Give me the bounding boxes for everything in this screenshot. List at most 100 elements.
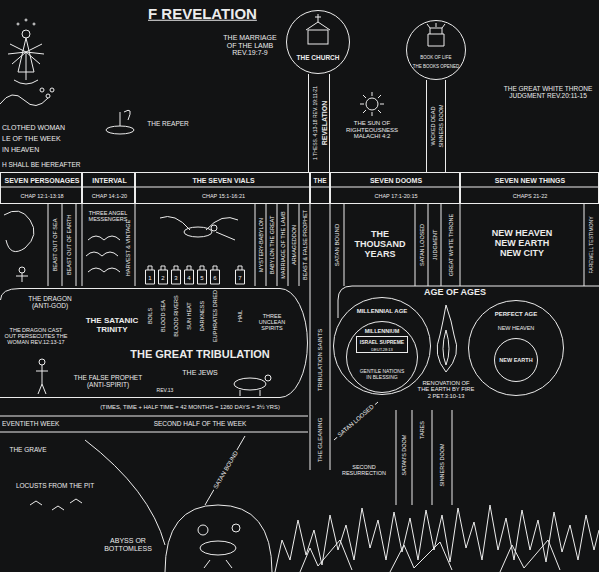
label-text: 4	[187, 274, 190, 281]
art-stroke	[46, 94, 50, 98]
label-text: SATAN BOUND	[212, 448, 241, 492]
node-text: WICKED DEAD	[430, 107, 436, 146]
art-stroke	[0, 95, 48, 106]
node-text: MILLENNIAL AGE	[357, 308, 408, 315]
node-text: BOOK OF LIFE	[420, 56, 451, 61]
art-stroke	[338, 286, 599, 318]
art-stroke	[198, 266, 207, 284]
band-segment: SEVEN PERSONAGESCHAP 12:1-13:18	[0, 172, 82, 204]
throne-circle: BOOK OF LIFETHE BOOKS OPENED	[406, 20, 466, 80]
art-stroke	[25, 19, 27, 21]
art-stroke	[0, 416, 308, 432]
label-text: HAIL	[237, 310, 243, 322]
label-text: LE OF THE WEEK	[2, 135, 61, 143]
art-stroke	[211, 266, 220, 284]
label-text: TARES	[419, 421, 425, 439]
node-text: SEVEN NEW THINGS	[495, 177, 565, 185]
label-text: THE THOUSAND YEARS	[348, 230, 412, 260]
art-stroke	[172, 266, 181, 284]
age-circle: NEW EARTH	[494, 338, 538, 382]
node-text: INTERVAL	[92, 177, 126, 185]
art-stroke	[4, 211, 34, 252]
circle-outline	[495, 339, 538, 382]
node-text: CHAP 15:1-16:21	[202, 193, 245, 199]
label-text: H SHALL BE HEREAFTER	[2, 161, 81, 168]
node-text: THE	[314, 177, 327, 184]
label-text: AGE OF AGES	[424, 288, 486, 298]
circle-outline	[406, 20, 466, 80]
circle-outline	[407, 21, 466, 80]
circle-outline	[334, 298, 431, 395]
label-text: THE GLEANING	[317, 418, 324, 463]
art-stroke	[146, 266, 155, 284]
label-text: BABYLON THE GREAT	[268, 216, 274, 274]
label-text: TRIBULATION SAINTS	[317, 329, 324, 392]
label-text: 7	[238, 274, 241, 281]
art-stroke	[234, 378, 266, 390]
art-stroke	[308, 30, 328, 44]
art-stroke	[198, 525, 208, 535]
age-circle: MILLENNIUMGENTILE NATIONS IN BLESSINGISR…	[346, 321, 418, 393]
band-segment: SEVEN DOOMSCHAP 17:1-20:15	[330, 172, 460, 204]
stem-band: 1 THESS. 4:13-18 REV. 19:11-21REVELATION	[308, 74, 330, 172]
label-text: BEAST OUT OF EARTH	[66, 215, 72, 275]
art-stroke	[396, 410, 452, 505]
art-stroke	[48, 204, 584, 286]
art-stroke	[265, 375, 271, 381]
label-text: SATAN LOOSED	[418, 224, 424, 266]
label-text: SUN HEAT	[186, 302, 192, 329]
art-stroke	[120, 110, 130, 126]
label-text: SATAN BOUND	[334, 224, 341, 266]
band-segment: THE	[310, 172, 330, 204]
art-group	[0, 14, 599, 572]
art-stroke	[0, 187, 599, 188]
label-text: SATAN'S DOOM	[401, 435, 407, 476]
circle-outline	[469, 301, 564, 396]
label-text: RENOVATION OF THE EARTH BY FIRE 2 PET.3:…	[417, 380, 475, 399]
label-text: NEW HEAVEN NEW EARTH NEW CITY	[487, 229, 557, 259]
label-text: THE JEWS	[182, 369, 217, 377]
art-stroke	[14, 80, 38, 84]
art-stroke	[366, 98, 378, 110]
art-stroke	[85, 440, 165, 545]
art-stroke	[437, 305, 457, 372]
node-text: THE SEVEN VIALS	[192, 177, 254, 185]
label-text: MYSTERY-BABYLON	[257, 218, 263, 272]
art-stroke	[16, 273, 28, 282]
church-circle: THE CHURCH	[286, 10, 350, 74]
label-text: BLOOD SEA	[160, 300, 166, 332]
art-stroke	[300, 540, 560, 572]
label-text: 5	[200, 274, 203, 281]
art-stroke	[33, 23, 35, 25]
circle-outline	[347, 322, 418, 393]
art-stroke	[205, 436, 245, 505]
art-stroke	[185, 266, 194, 284]
art-stroke	[36, 365, 48, 394]
art-stroke	[204, 560, 232, 568]
node-text: SINNERS DOOM	[438, 104, 444, 147]
label-text: FAREWELL TESTIMONY	[589, 217, 595, 274]
band-segment: INTERVALCHAP 14:1-20	[82, 172, 135, 204]
node-text: ISRAEL SUPREME	[360, 340, 404, 346]
node-text: THE GREAT TRIBULATION	[130, 348, 270, 360]
art-stroke	[8, 44, 44, 80]
node-text: CHAP 17:1-20:15	[374, 193, 417, 199]
art-stroke	[427, 23, 445, 28]
art-stroke	[19, 267, 25, 273]
art-stroke	[50, 88, 54, 92]
art-stroke	[236, 266, 245, 284]
israel-box: ISRAEL SUPREMEDEUT.28:13	[356, 336, 408, 353]
art-stroke	[211, 225, 217, 231]
node-text: 1 THESS. 4:13-18 REV. 19:11-21	[313, 86, 319, 160]
node-text: REVELATION	[321, 101, 329, 146]
label-text: THE GREAT WHITE THRONE JUDGMENT REV.20:1…	[502, 85, 594, 99]
label-text: 6	[213, 274, 216, 281]
label-text: SATAN LOOSED	[335, 402, 377, 440]
label-text: EVENTIETH WEEK	[2, 420, 59, 427]
art-stroke	[159, 266, 168, 284]
label-text: LOCUSTS FROM THE PIT	[16, 482, 94, 489]
label-text: THE DRAGON (ANTI-GOD)	[18, 295, 82, 309]
art-stroke	[160, 217, 238, 231]
node-text: GENTILE NATIONS IN BLESSING	[357, 369, 407, 380]
node-text: DEUT.28:13	[371, 347, 393, 351]
